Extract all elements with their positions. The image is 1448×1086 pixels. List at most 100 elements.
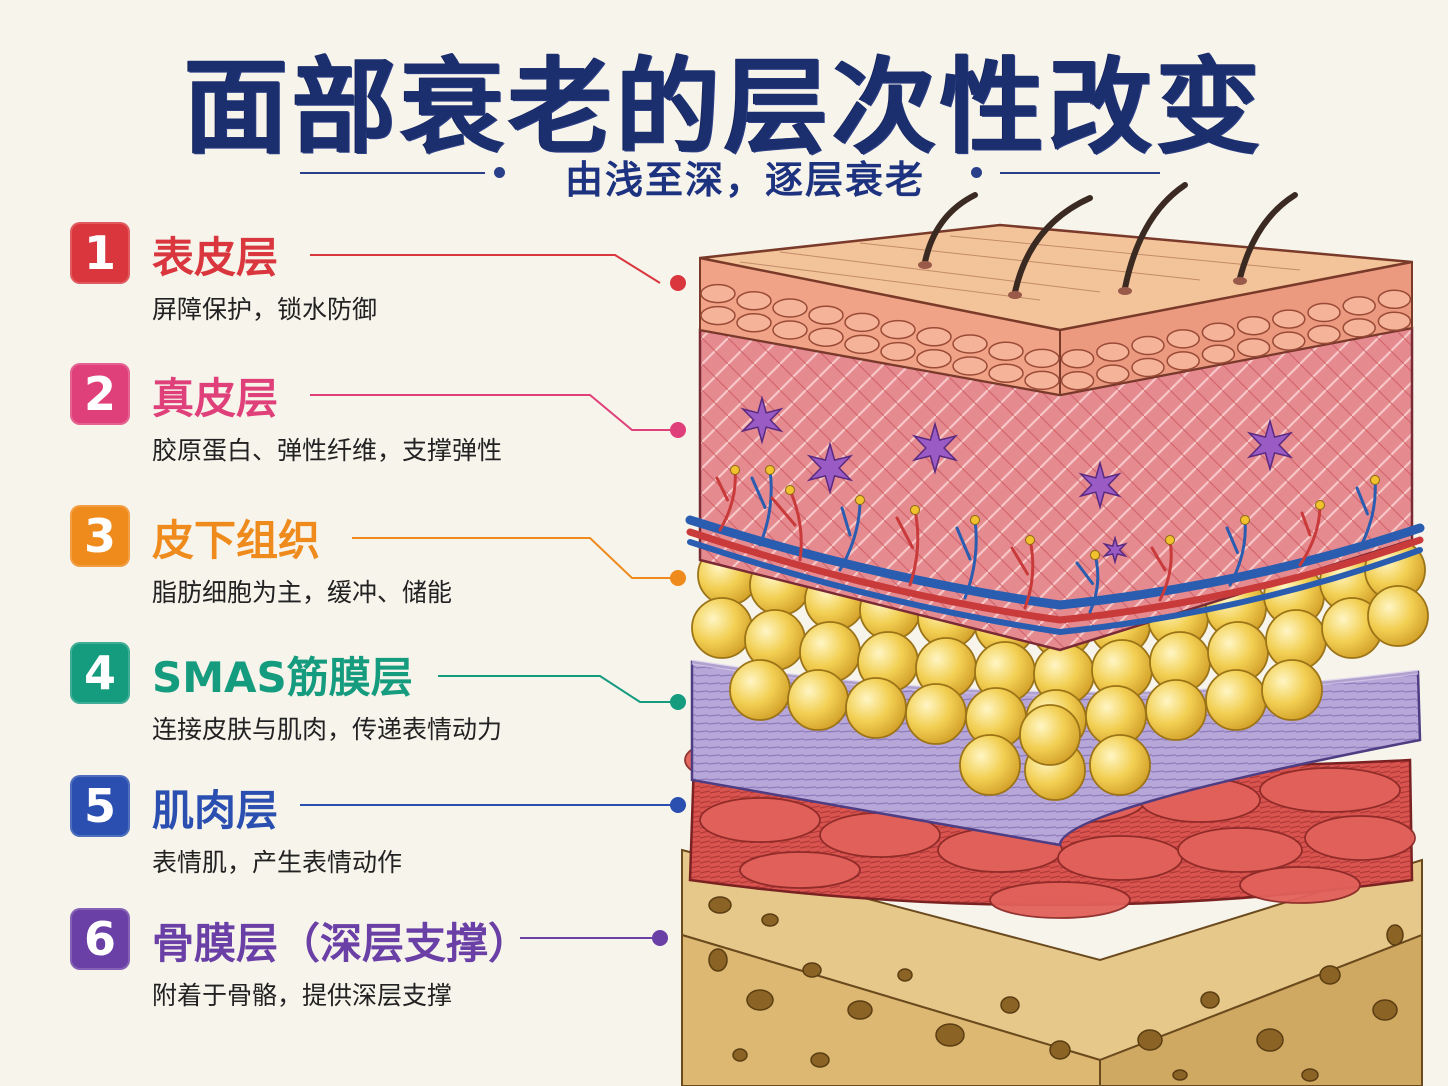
capillary [1150, 538, 1173, 602]
epidermal-cell [1024, 370, 1060, 391]
epidermal-cell [736, 313, 772, 333]
capillary [955, 518, 978, 600]
layer-number-badge: 1 [70, 222, 130, 284]
epidermal-cell [772, 298, 808, 318]
leader-line-dermis [310, 394, 672, 431]
epidermal-cell [988, 363, 1024, 383]
fat-cell [729, 659, 791, 721]
epidermal-cell [1377, 289, 1412, 310]
leader-line-subcutaneous [352, 537, 672, 579]
epidermal-cell [1307, 324, 1341, 345]
epidermal-cell [988, 341, 1024, 361]
layer-name: 肌肉层 [152, 786, 279, 835]
epidermal-cell [1131, 357, 1165, 378]
epidermal-cell [1201, 344, 1236, 365]
epidermal-cell [1342, 296, 1376, 316]
fat-cell [845, 677, 907, 739]
epidermal-cell [808, 327, 844, 347]
epidermal-cell [1272, 309, 1306, 329]
fat-cell [959, 734, 1021, 796]
fat-cell [1367, 585, 1429, 647]
layer-number-badge: 2 [70, 363, 130, 425]
epidermal-cell [1342, 318, 1376, 338]
subtitle-divider-right [1000, 172, 1160, 174]
epidermal-cell [736, 291, 772, 311]
epidermal-cell [880, 341, 916, 362]
capillary [895, 508, 920, 587]
capillary [838, 498, 862, 572]
layer-description: 表情肌，产生表情动作 [152, 848, 403, 877]
subtitle-row: 由浅至深，逐层衰老 [300, 145, 1160, 202]
capillary [715, 468, 737, 532]
layer-description: 附着于骨骼，提供深层支撑 [152, 981, 453, 1010]
epidermal-cell [844, 334, 880, 355]
leader-line-epidermis [310, 254, 661, 284]
nerve-ending [1315, 500, 1325, 510]
hair-follicles [918, 261, 1247, 299]
subtitle-dot-right [971, 167, 982, 178]
nerve-ending [1165, 535, 1175, 545]
hair-strand-icon [922, 182, 1298, 295]
star-cell-icon [1078, 460, 1122, 510]
leader-dot-dermis [670, 422, 686, 438]
nerve-ending [1090, 550, 1100, 560]
layer-description: 屏障保护，锁水防御 [152, 295, 378, 324]
layer-name: 骨膜层（深层支撑） [152, 919, 531, 968]
leader-dots [652, 275, 686, 946]
epidermal-cell [700, 305, 736, 326]
epidermal-cell [808, 305, 844, 325]
capillary-branches [715, 465, 1380, 614]
epidermal-cell [1236, 337, 1271, 358]
layer-number-badge: 3 [70, 505, 130, 567]
epidermal-cell [1236, 315, 1271, 336]
star-cell-icon [740, 395, 784, 445]
leader-lines [300, 254, 672, 939]
epidermal-cell [1096, 364, 1130, 384]
fat-cell [1145, 679, 1207, 741]
epidermal-cell [1201, 322, 1236, 343]
nerve-ending [765, 465, 775, 475]
capillary [770, 488, 803, 562]
star-cell-icon [1246, 418, 1294, 472]
epidermal-cell [1166, 351, 1200, 371]
leader-dot-epidermis [670, 275, 686, 291]
fat-cell [1261, 659, 1323, 721]
star-cell-icon [911, 421, 959, 475]
epidermal-cell [1377, 311, 1412, 332]
skin-surface-texture [739, 235, 1301, 301]
layer-number-badge: 5 [70, 775, 130, 837]
leader-dot-muscle [670, 797, 686, 813]
epidermal-cell [1096, 342, 1130, 362]
layer-description: 脂肪细胞为主，缓冲、储能 [152, 578, 453, 607]
nerve-ending [1240, 515, 1250, 525]
layer-number-badge: 6 [70, 908, 130, 970]
fat-cell [691, 597, 753, 659]
epidermis-block [699, 223, 1413, 397]
epidermal-cell [1024, 348, 1060, 369]
page-subtitle: 由浅至深，逐层衰老 [564, 158, 925, 202]
layer-description: 胶原蛋白、弹性纤维，支撑弹性 [152, 436, 503, 465]
epidermal-cell [1060, 348, 1095, 369]
nerve-ending [1025, 535, 1035, 545]
layer-name: SMAS筋膜层 [152, 653, 413, 702]
capillary [1355, 478, 1377, 550]
layer-description: 连接皮肤与肌肉，传递表情动力 [152, 715, 503, 744]
capillary [1225, 518, 1247, 587]
nerve-ending [785, 485, 795, 495]
leader-dot-smas [670, 694, 686, 710]
star-cell-icon [740, 395, 1294, 565]
blood-vessels [685, 465, 1425, 636]
bone-pores [708, 896, 1404, 1082]
epidermal-cell [1272, 331, 1306, 351]
star-cell-icon [1102, 535, 1128, 565]
capillary [750, 468, 773, 547]
fat-cell [905, 683, 967, 745]
epidermal-cell [1166, 329, 1200, 349]
nerve-ending [910, 505, 920, 515]
epidermal-cell [952, 334, 988, 354]
epidermal-cell [1131, 335, 1165, 356]
layer-name: 皮下组织 [152, 516, 321, 565]
subtitle-divider-left [300, 172, 485, 174]
